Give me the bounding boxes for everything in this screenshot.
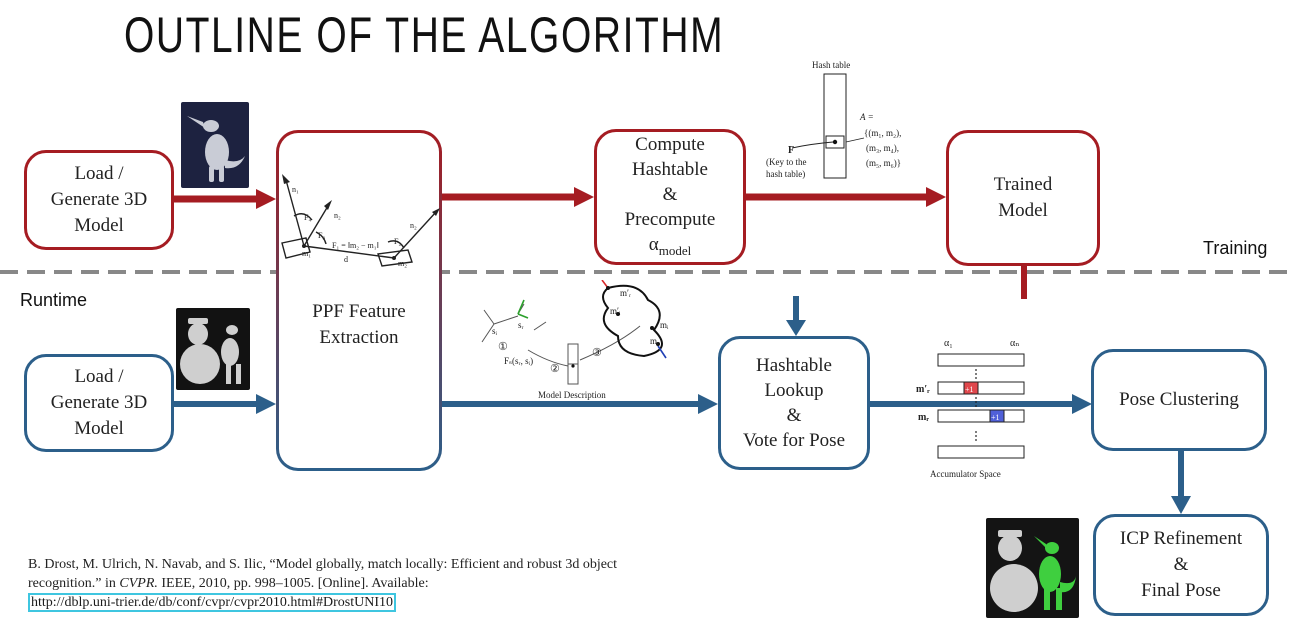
runtime-scene-thumbnail bbox=[176, 308, 250, 390]
acc-alpha-1: α₁ bbox=[944, 338, 953, 349]
citation-link[interactable]: http://dblp.uni-trier.de/db/conf/cvpr/cv… bbox=[28, 593, 396, 612]
ppf-label: F₁ = ‖m₂ − m₁‖ bbox=[332, 241, 379, 250]
runtime-load-line-1: Load / bbox=[74, 366, 124, 387]
acc-row-m: mᵣ bbox=[918, 412, 929, 423]
acc-vote-1: +1 bbox=[965, 385, 974, 394]
compute-hashtable-box: Compute Hashtable & Precompute αmodel bbox=[594, 129, 746, 265]
page-title: OUTLINE OF THE ALGORITHM bbox=[124, 7, 725, 63]
hash-set-label: (m₃, m₄), bbox=[866, 143, 899, 153]
compute-line-2: Hashtable bbox=[632, 158, 708, 180]
citation-venue: CVPR. bbox=[119, 576, 158, 591]
citation-rest: IEEE, 2010, pp. 998–1005. [Online]. Avai… bbox=[161, 576, 429, 591]
lookup-line-3: & bbox=[786, 405, 802, 426]
citation: B. Drost, M. Ulrich, N. Navab, and S. Il… bbox=[28, 555, 628, 612]
ppf-label: m₁ bbox=[302, 249, 311, 258]
hash-table-title: Hash table bbox=[812, 60, 850, 70]
accumulator-diagram: α₁ αₙ m′ᵣ mᵣ +1 +1 Accumulator Space bbox=[916, 338, 1025, 479]
md-label: mᵣ bbox=[650, 336, 659, 346]
md-label: ① bbox=[498, 341, 508, 353]
compute-line-1: Compute bbox=[635, 133, 705, 155]
trained-model-box: Trained Model bbox=[946, 130, 1100, 266]
runtime-load-line-3: Model bbox=[74, 418, 124, 439]
pose-clustering-label: Pose Clustering bbox=[1119, 389, 1239, 410]
icp-line-3: Final Pose bbox=[1141, 580, 1221, 601]
pose-clustering-box: Pose Clustering bbox=[1091, 349, 1267, 451]
ppf-label: n₂ bbox=[410, 221, 417, 230]
ppf-label: F₄ bbox=[304, 213, 311, 222]
ppf-label: d bbox=[344, 255, 348, 264]
model-description-diagram: sᵢ sᵣ Fₛ(sᵣ, sᵢ) ① ② ③ m′ᵣ m′ᵢ mᵢ mᵣ Mod… bbox=[481, 280, 669, 400]
acc-alpha-n: αₙ bbox=[1010, 338, 1020, 349]
alpha-model-label: αmodel bbox=[649, 232, 691, 263]
ppf-line-2: Extraction bbox=[319, 326, 399, 348]
training-model-thumbnail bbox=[181, 102, 249, 188]
ppf-line-1: PPF Feature bbox=[312, 300, 406, 322]
md-label: ③ bbox=[592, 347, 602, 359]
ppf-label: F₂ bbox=[394, 237, 401, 246]
runtime-load-model-box: Load / Generate 3D Model bbox=[24, 354, 174, 452]
compute-line-3: & bbox=[662, 183, 678, 205]
hash-set-label: (m₅, m₆)} bbox=[866, 158, 901, 168]
ppf-label: n₂ bbox=[334, 211, 341, 220]
trained-line-1: Trained bbox=[993, 174, 1053, 195]
train-load-line-2: Generate 3D bbox=[50, 189, 148, 210]
runtime-label: Runtime bbox=[20, 290, 88, 310]
md-label: sᵢ bbox=[492, 326, 498, 336]
compute-line-4: Precompute bbox=[624, 208, 716, 230]
train-load-line-3: Model bbox=[74, 215, 124, 236]
ppf-label: F₃ bbox=[318, 231, 325, 240]
final-pose-thumbnail bbox=[986, 518, 1079, 618]
hash-set-label: {(m₁, m₂), bbox=[864, 128, 901, 138]
alpha-symbol: α bbox=[648, 233, 659, 255]
citation-text: B. Drost, M. Ulrich, N. Navab, and S. Il… bbox=[28, 557, 618, 591]
icp-line-2: & bbox=[1173, 554, 1189, 575]
md-label: Fₛ(sᵣ, sᵢ) bbox=[504, 356, 533, 366]
icp-refinement-box: ICP Refinement & Final Pose bbox=[1093, 514, 1269, 616]
hash-set-label: A = bbox=[859, 112, 874, 122]
hashtable-lookup-box: Hashtable Lookup & Vote for Pose bbox=[718, 336, 870, 470]
ppf-extraction-box: PPF Feature Extraction bbox=[276, 130, 442, 471]
icp-line-1: ICP Refinement bbox=[1119, 528, 1243, 549]
acc-vote-2: +1 bbox=[991, 413, 1000, 422]
train-load-line-1: Load / bbox=[74, 163, 124, 184]
trained-line-2: Model bbox=[998, 200, 1048, 221]
hash-table-diagram: Hash table F (Key to the hash table) A =… bbox=[766, 60, 901, 179]
md-label: m′ᵣ bbox=[620, 288, 631, 298]
runtime-load-line-2: Generate 3D bbox=[50, 392, 148, 413]
md-label: m′ᵢ bbox=[610, 306, 621, 316]
accumulator-caption: Accumulator Space bbox=[930, 469, 1001, 479]
train-load-model-box: Load / Generate 3D Model bbox=[24, 150, 174, 250]
md-label: sᵣ bbox=[518, 320, 524, 330]
lookup-line-4: Vote for Pose bbox=[742, 430, 846, 451]
md-label: ② bbox=[550, 363, 560, 375]
model-description-caption: Model Description bbox=[538, 390, 606, 400]
alpha-subscript: model bbox=[658, 242, 692, 258]
lookup-line-2: Lookup bbox=[764, 380, 824, 401]
hash-key-caption-1: (Key to the bbox=[766, 157, 807, 167]
acc-row-m-prime: m′ᵣ bbox=[916, 384, 930, 395]
training-label: Training bbox=[1203, 238, 1268, 258]
hash-key-caption-2: hash table) bbox=[766, 169, 805, 179]
ppf-label: m₂ bbox=[398, 259, 407, 268]
md-label: mᵢ bbox=[660, 320, 669, 330]
ppf-label: n₁ bbox=[292, 185, 299, 194]
lookup-line-1: Hashtable bbox=[756, 355, 832, 376]
hash-key-letter: F bbox=[788, 145, 794, 156]
ppf-diagram: n₁ F₄ n₂ F₃ F₁ = ‖m₂ − m₁‖ F₂ n₂ m₁ m₂ d bbox=[281, 174, 440, 268]
